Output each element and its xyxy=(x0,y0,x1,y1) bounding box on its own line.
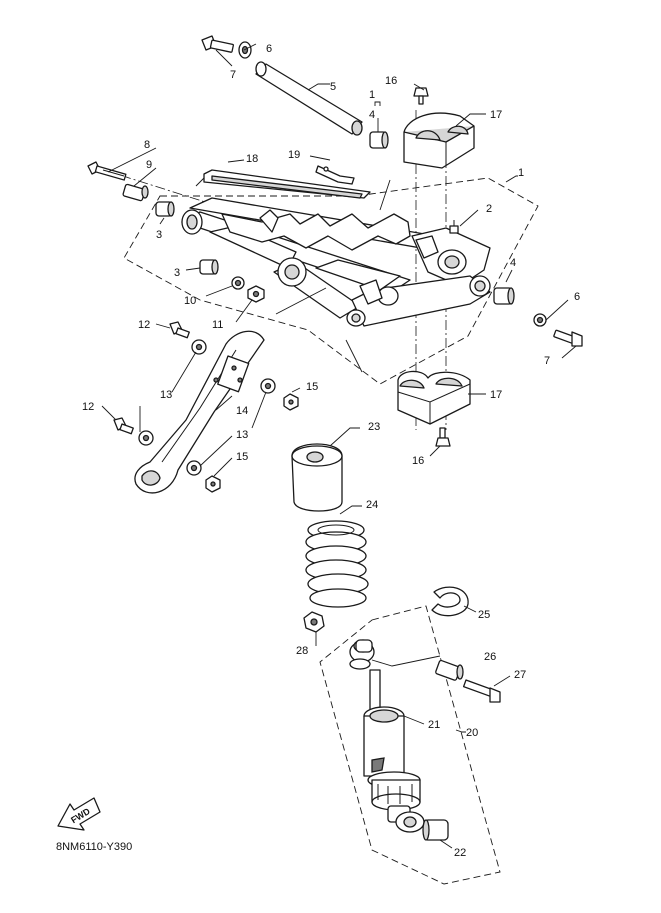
washer-13-lower xyxy=(186,460,202,476)
washer-13-left xyxy=(138,430,154,446)
callout-12-upper: 12 xyxy=(138,319,150,331)
washer-6-right xyxy=(533,313,547,327)
leader-lines xyxy=(101,43,577,849)
callout-10: 10 xyxy=(184,295,196,307)
nut-28 xyxy=(303,611,325,633)
clip-25 xyxy=(431,586,469,617)
callout-3-lower: 3 xyxy=(174,267,180,279)
bushing-3-lower xyxy=(199,259,219,275)
callout-12-lower: 12 xyxy=(82,401,94,413)
callout-16-lower: 16 xyxy=(412,455,424,467)
bolt-7-right xyxy=(553,329,583,347)
callout-6-upper: 6 xyxy=(266,43,272,55)
callout-17-upper: 17 xyxy=(490,109,502,121)
bolt-7-upper xyxy=(201,35,234,53)
callout-1-group: 1 xyxy=(369,89,375,101)
diagram-code: 8NM6110-Y390 xyxy=(56,841,132,853)
bolt-27 xyxy=(462,679,501,703)
callout-19: 19 xyxy=(288,149,300,161)
callout-9: 9 xyxy=(146,159,152,171)
bolt-16-upper xyxy=(413,87,429,105)
callout-18: 18 xyxy=(246,153,258,165)
callout-26: 26 xyxy=(484,651,496,663)
swingarm-assembly-boundary xyxy=(123,177,539,385)
bushing-4-upper xyxy=(369,131,389,149)
bump-stop-23 xyxy=(291,443,343,512)
callout-13-lower: 13 xyxy=(236,429,248,441)
callout-14: 14 xyxy=(236,405,248,417)
nut-15-lower xyxy=(205,475,221,493)
callout-11: 11 xyxy=(212,319,223,331)
callout-7-upper: 7 xyxy=(230,69,236,81)
callout-5: 5 xyxy=(330,81,336,93)
shaft-5 xyxy=(255,61,363,136)
bolt-8 xyxy=(87,161,127,181)
callout-22: 22 xyxy=(454,847,466,859)
callout-17-lower: 17 xyxy=(490,389,502,401)
callout-7-right: 7 xyxy=(544,355,550,367)
callout-15-upper: 15 xyxy=(306,381,318,393)
slide-guide-18 xyxy=(195,169,371,199)
callout-2: 2 xyxy=(486,203,492,215)
shock-assembly-boundary xyxy=(319,605,501,885)
washer-10 xyxy=(231,276,245,290)
bolt-12-upper xyxy=(169,321,190,339)
bearing-block-17-lower xyxy=(397,370,471,425)
washer-13-right xyxy=(260,378,276,394)
callout-23: 23 xyxy=(368,421,380,433)
bushing-22 xyxy=(422,819,449,841)
callout-20: 20 xyxy=(466,727,478,739)
callout-4-upper: 4 xyxy=(369,109,375,121)
grease-nipple-2 xyxy=(449,220,459,234)
callout-21: 21 xyxy=(428,719,440,731)
fwd-arrow-icon: FWD xyxy=(57,797,101,831)
swingarm-1 xyxy=(181,197,491,327)
callout-3-upper: 3 xyxy=(156,229,162,241)
callout-16-upper: 16 xyxy=(385,75,397,87)
washer-13-upper xyxy=(191,339,207,355)
callout-15-lower: 15 xyxy=(236,451,248,463)
shock-absorber-21 xyxy=(349,639,425,833)
bushing-4-right xyxy=(493,287,515,305)
link-arm-14 xyxy=(134,330,265,494)
callout-13-upper: 13 xyxy=(160,389,172,401)
callout-numbers: 6 7 5 1 4 16 17 1 2 8 9 3 18 19 3 10 11 … xyxy=(82,43,580,859)
collar-26 xyxy=(435,659,464,681)
bushing-3-upper xyxy=(155,201,175,217)
bolt-12-lower xyxy=(113,417,134,435)
nut-11 xyxy=(247,285,265,303)
callout-4-right: 4 xyxy=(510,257,516,269)
bolt-16-lower xyxy=(435,427,451,447)
spring-24 xyxy=(305,520,369,608)
callout-8: 8 xyxy=(144,139,150,151)
nut-15-upper xyxy=(283,393,299,411)
bracket-19 xyxy=(315,165,355,185)
bearing-block-17-upper xyxy=(403,112,475,169)
callout-28: 28 xyxy=(296,645,308,657)
callout-25: 25 xyxy=(478,609,490,621)
collar-9 xyxy=(122,183,149,202)
callout-1: 1 xyxy=(518,167,524,179)
callout-27: 27 xyxy=(514,669,526,681)
callout-24: 24 xyxy=(366,499,378,511)
callout-6-right: 6 xyxy=(574,291,580,303)
